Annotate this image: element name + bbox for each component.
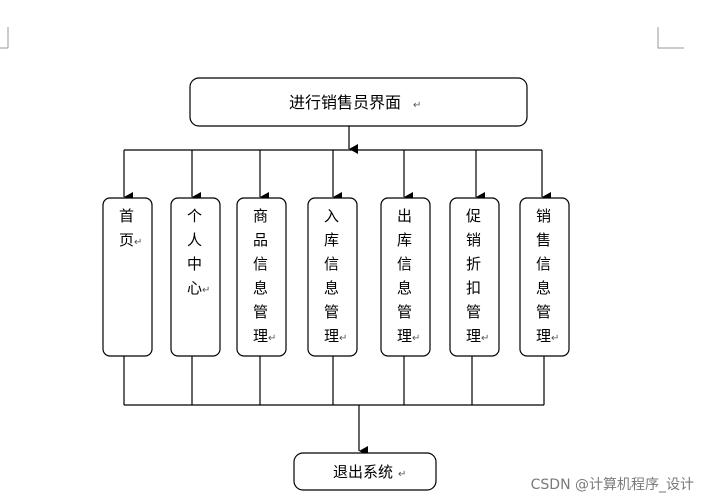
module-label-5: 出库信息管理	[397, 207, 412, 345]
module-return-mark-3: ↵	[268, 333, 276, 344]
root-label: 进行销售员界面	[289, 93, 401, 112]
module-return-mark-1: ↵	[134, 237, 142, 248]
exit-return-mark: ↵	[398, 469, 406, 480]
module-return-mark-5: ↵	[412, 333, 420, 344]
crop-mark-top-right	[657, 27, 684, 49]
watermark: CSDN @计算机程序_设计	[531, 477, 694, 493]
module-label-2: 个人中心	[187, 207, 202, 297]
module-return-mark-2: ↵	[202, 285, 210, 296]
crop-mark-top-left	[0, 27, 9, 49]
exit-label: 退出系统	[333, 463, 393, 481]
module-label-3: 商品信息管理	[253, 207, 268, 345]
module-return-mark-4: ↵	[339, 333, 347, 344]
module-box-3	[236, 197, 287, 357]
modules-layer: 首页↵个人中心↵商品信息管理↵入库信息管理↵出库信息管理↵促销折扣管理↵销售信息…	[102, 150, 570, 405]
module-box-1	[102, 197, 153, 357]
root-box	[189, 77, 528, 127]
module-box-5	[380, 197, 431, 357]
module-label-6: 促销折扣管理	[466, 207, 481, 345]
module-label-4: 入库信息管理	[324, 207, 339, 345]
exit-box	[293, 452, 437, 491]
module-return-mark-6: ↵	[481, 333, 489, 344]
module-box-6	[449, 197, 500, 357]
module-label-1: 首页	[119, 207, 134, 249]
module-box-2	[170, 197, 221, 357]
root-return-mark: ↵	[413, 100, 421, 111]
module-return-mark-7: ↵	[551, 333, 559, 344]
module-label-7: 销售信息管理	[536, 207, 551, 345]
